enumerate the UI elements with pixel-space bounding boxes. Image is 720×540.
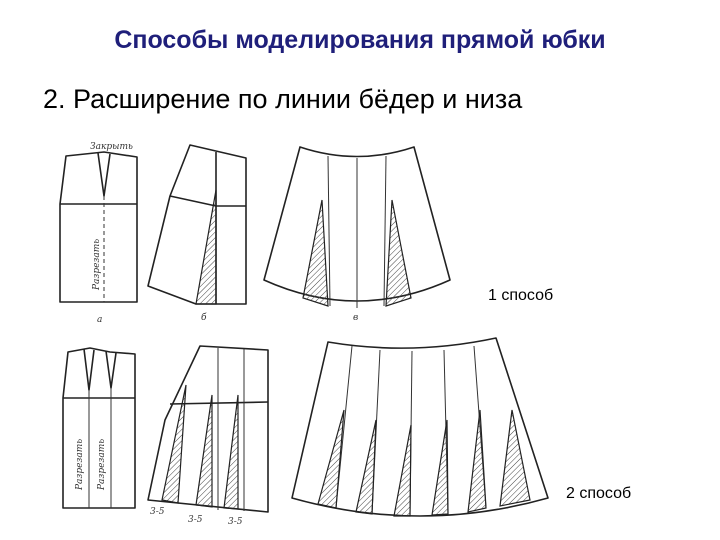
row1-letter-b: б: [201, 312, 207, 323]
row2-flared-godet-1: [317, 409, 345, 509]
row1-cut-note: Разрезать: [92, 239, 102, 291]
method-1-label: 1 способ: [488, 287, 554, 304]
method-2-label: 2 способ: [566, 485, 632, 502]
row1-opened-outline: [147, 144, 247, 305]
row2-cut-note-right: Разрезать: [97, 439, 107, 491]
row1-letter-v: в: [353, 313, 358, 323]
row2-flared-godet-6: [499, 409, 531, 507]
row2-flared-godet-4: [431, 419, 449, 516]
row2-mark-3: 3-5: [228, 517, 243, 527]
row1-opened-hip-line-left: [169, 195, 217, 207]
row2-spread-wedge-1: [161, 384, 187, 504]
row1-basic-dart: [97, 152, 111, 197]
row2-flared-outline: [291, 337, 549, 517]
row1-opened-pattern: б: [147, 144, 247, 323]
row1-letter-a: а: [97, 315, 102, 325]
row2-spread-wedge-2: [195, 394, 213, 508]
slide-title: Способы моделирования прямой юбки: [114, 26, 606, 54]
row1-flared-skirt: в: [263, 146, 451, 323]
row1-flared-godet-right: [385, 199, 412, 307]
row2-mark-1: 3-5: [150, 507, 165, 517]
row2-basic-pattern: Разрезать Разрезать: [62, 347, 136, 509]
row1-flared-panel-line-right: [383, 155, 387, 307]
row2-basic-dart-right: [105, 350, 117, 389]
slide-subtitle: 2. Расширение по линии бёдер и низа: [43, 84, 523, 114]
row1-close-dart-note: Закрыть: [90, 142, 133, 152]
row2-spread-wedge-3: [223, 394, 239, 510]
row2-flared-godet-2: [355, 419, 377, 515]
row1-opened-hatched-wedge: [195, 189, 217, 305]
row1-flared-godet-left: [302, 199, 329, 307]
row2-basic-outline: [62, 347, 136, 509]
row2-mark-2: 3-5: [188, 515, 203, 525]
row1-flared-panel-line-left: [327, 155, 331, 307]
row2-spread-pattern: 3-5 3-5 3-5: [147, 345, 269, 527]
row1-basic-pattern: Закрыть Разрезать а: [59, 142, 138, 325]
row2-flared-godet-5: [467, 409, 487, 513]
row2-flared-godet-3: [393, 424, 412, 517]
row2-basic-dart-left: [83, 348, 95, 391]
row2-cut-note-left: Разрезать: [75, 439, 85, 491]
row2-spread-hip-line: [169, 401, 269, 405]
row2-flared-skirt: [291, 337, 549, 517]
